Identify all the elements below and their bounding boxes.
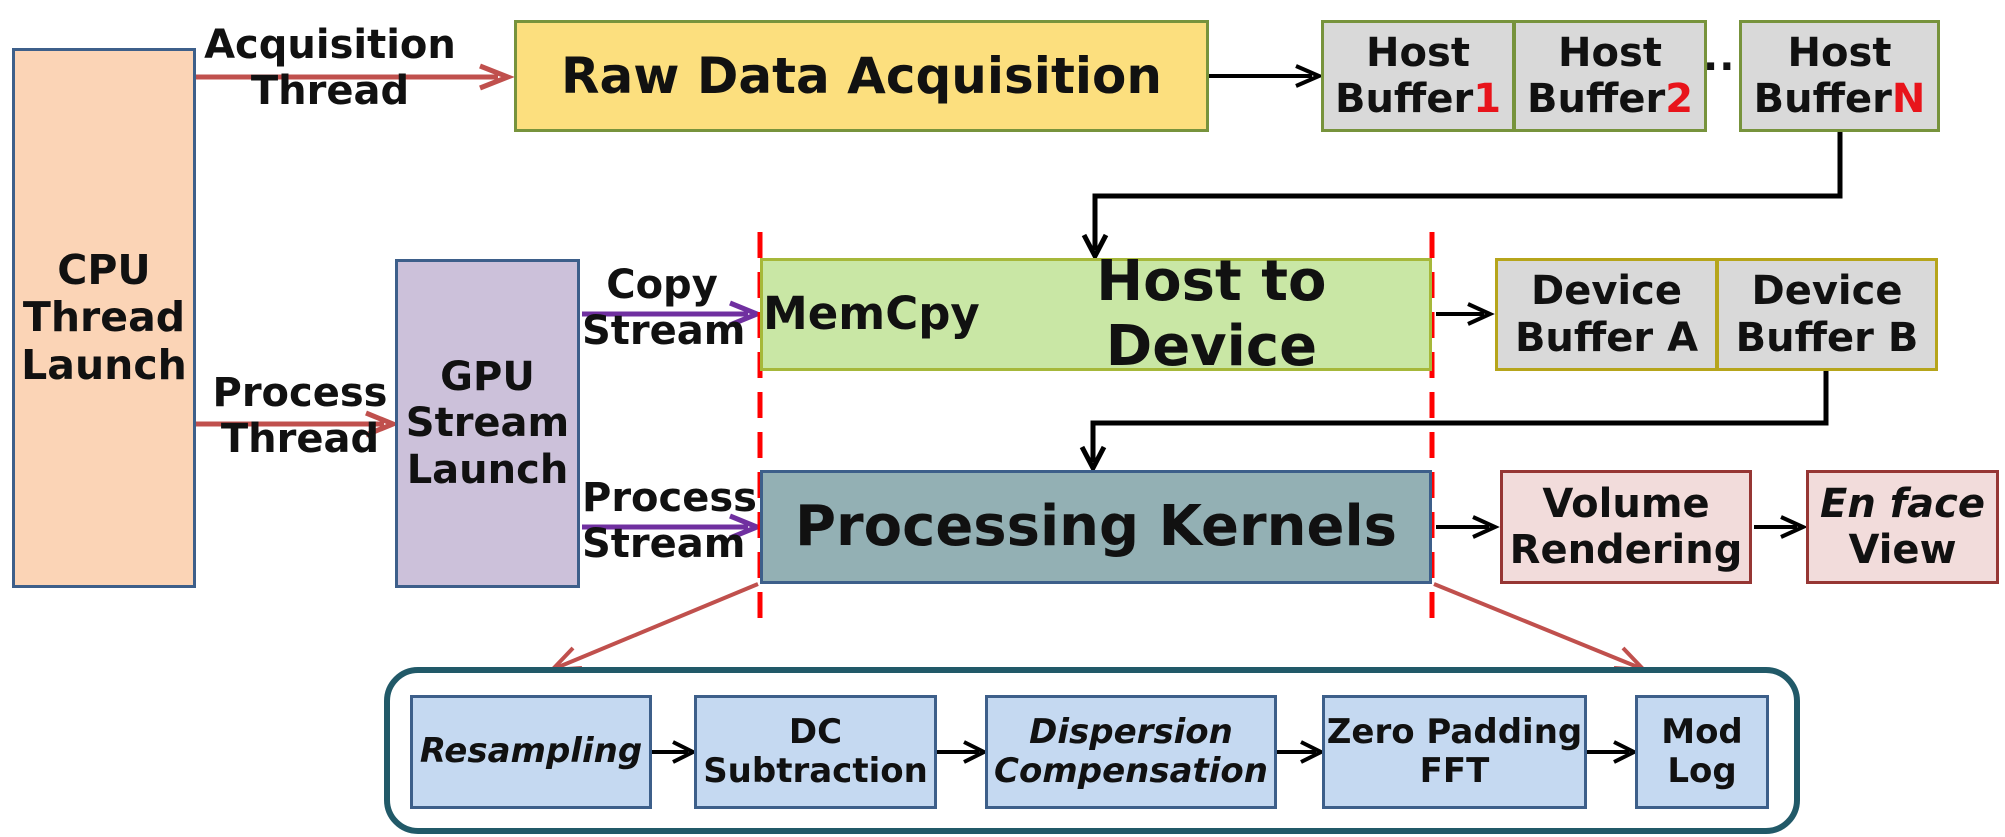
gpu-stream-launch-box: GPU Stream Launch — [395, 259, 580, 588]
copy-stream-label: Copy Stream — [582, 262, 746, 355]
mod-log-step: Mod Log — [1635, 695, 1769, 809]
raw-data-acquisition-box: Raw Data Acquisition — [514, 20, 1209, 132]
host-to-memcpy-arrow — [1081, 132, 1843, 262]
dc-subtraction-step: DC Subtraction — [694, 695, 937, 809]
kernels-to-volume-arrow — [1436, 515, 1500, 539]
pipeline-arrow-3 — [1277, 740, 1326, 764]
raw-to-host-arrow — [1209, 64, 1325, 88]
processing-kernels-box: Processing Kernels — [760, 470, 1432, 584]
host-buffer-1-box: Host Buffer1 — [1321, 20, 1515, 132]
host-buffer-2-box: Host Buffer2 — [1513, 20, 1707, 132]
host-buffer-n-box: Host BufferN — [1739, 20, 1940, 132]
acquisition-thread-arrow — [196, 63, 515, 91]
process-stream-arrow — [582, 513, 764, 541]
en-face-view-box: En face View — [1806, 470, 1999, 584]
process-stream-label: Process Stream — [582, 475, 757, 568]
pipeline-arrow-4 — [1587, 740, 1639, 764]
cpu-thread-launch-box: CPU Thread Launch — [12, 48, 196, 588]
pipeline-arrow-2 — [937, 740, 989, 764]
zero-padding-fft-step: Zero Padding FFT — [1322, 695, 1587, 809]
dispersion-compensation-step: Dispersion Compensation — [985, 695, 1277, 809]
device-to-kernels-arrow — [1079, 371, 1829, 474]
pipeline-arrow-1 — [652, 740, 698, 764]
process-thread-label: Process Thread — [212, 370, 388, 463]
copy-stream-arrow — [582, 300, 764, 328]
device-buffer-a-box: Device Buffer A — [1495, 258, 1718, 371]
process-thread-arrow — [196, 410, 400, 438]
acquisition-thread-label: Acquisition Thread — [204, 22, 456, 115]
device-buffer-b-box: Device Buffer B — [1716, 258, 1938, 371]
memcpy-to-device-arrow — [1436, 302, 1495, 326]
volume-to-enface-arrow — [1754, 515, 1808, 539]
resampling-step: Resampling — [410, 695, 652, 809]
volume-rendering-box: Volume Rendering — [1500, 470, 1752, 584]
